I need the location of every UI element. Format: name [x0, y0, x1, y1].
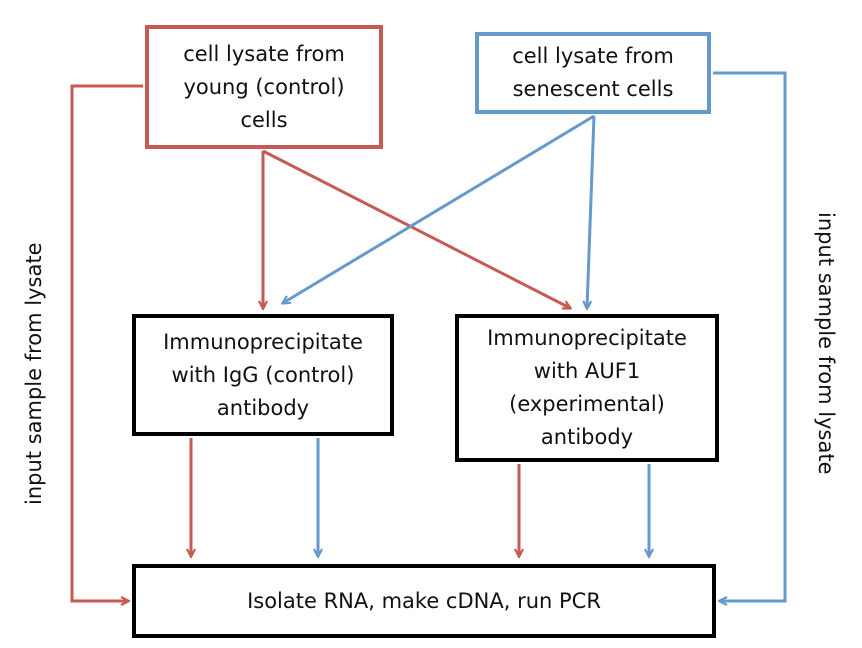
- arrow-senescent-to-auf1: [587, 115, 596, 308]
- arrow-young-to-auf1: [262, 149, 570, 308]
- arrow-senescent-to-igg: [283, 114, 595, 303]
- right-input-sample-label: input sample from lysate: [814, 212, 838, 475]
- senescent-lysate-label: cell lysate from senescent cells: [512, 44, 674, 101]
- auf1-immunoprecipitate-box: Immunoprecipitate with AUF1 (experimenta…: [455, 314, 719, 462]
- igg-immunoprecipitate-box: Immunoprecipitate with IgG (control) ant…: [132, 314, 394, 436]
- young-lysate-label: cell lysate from young (control) cells: [183, 41, 345, 132]
- young-lysate-box: cell lysate from young (control) cells: [145, 25, 383, 149]
- auf1-immunoprecipitate-label: Immunoprecipitate with AUF1 (experimenta…: [487, 326, 687, 449]
- igg-immunoprecipitate-label: Immunoprecipitate with IgG (control) ant…: [163, 329, 363, 420]
- pcr-step-label: Isolate RNA, make cDNA, run PCR: [247, 588, 601, 613]
- pcr-step-box: Isolate RNA, make cDNA, run PCR: [132, 564, 716, 638]
- senescent-lysate-box: cell lysate from senescent cells: [475, 32, 711, 114]
- arrow-young-input-to-pcr: [70, 84, 143, 601]
- left-input-sample-label: input sample from lysate: [22, 242, 46, 506]
- arrow-senescent-input-to-pcr: [713, 71, 787, 601]
